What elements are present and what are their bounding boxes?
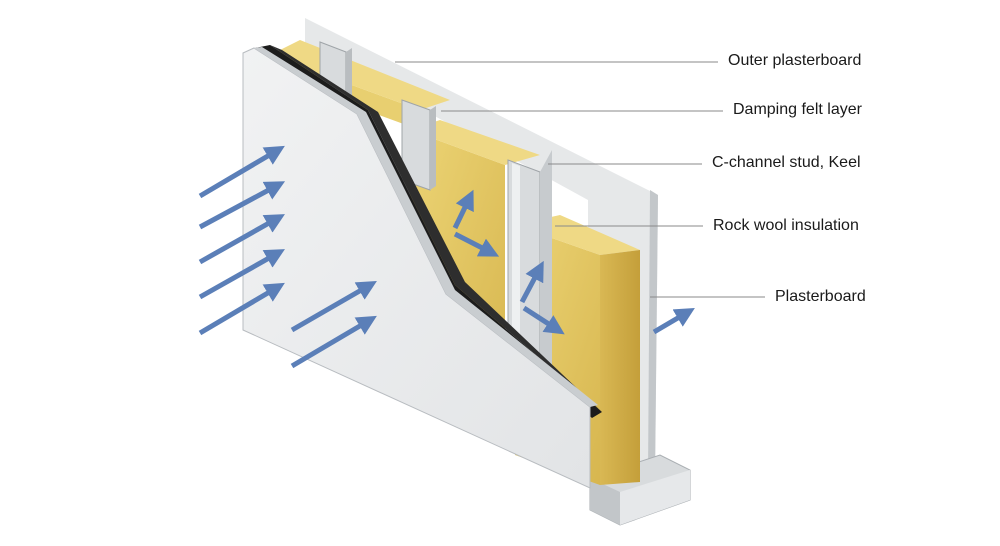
label-plasterboard: Plasterboard [775,288,866,305]
damping-felt-layer [255,45,602,418]
label-rock-wool-insulation: Rock wool insulation [713,217,859,234]
arrow-icon [652,307,695,335]
leader-lines [395,61,765,298]
arrow-icon [198,282,285,336]
label-damping-felt-layer: Damping felt layer [733,101,862,118]
arrow-icon [198,214,285,265]
label-c-channel-stud: C-channel stud, Keel [712,154,861,171]
arrow-icon [452,189,474,230]
arrow-icon [198,181,286,230]
arrow-icon [198,249,285,300]
arrow-icon [290,315,377,369]
stud-middle [401,99,436,191]
label-outer-plasterboard: Outer plasterboard [728,52,862,69]
arrow-icon [519,260,544,304]
sound-arrows [198,145,695,369]
front-plasterboard [242,47,598,489]
arrow-icon [198,145,285,199]
arrow-icon [453,231,500,257]
arrow-icon [290,281,377,333]
arrow-icon [522,305,565,335]
